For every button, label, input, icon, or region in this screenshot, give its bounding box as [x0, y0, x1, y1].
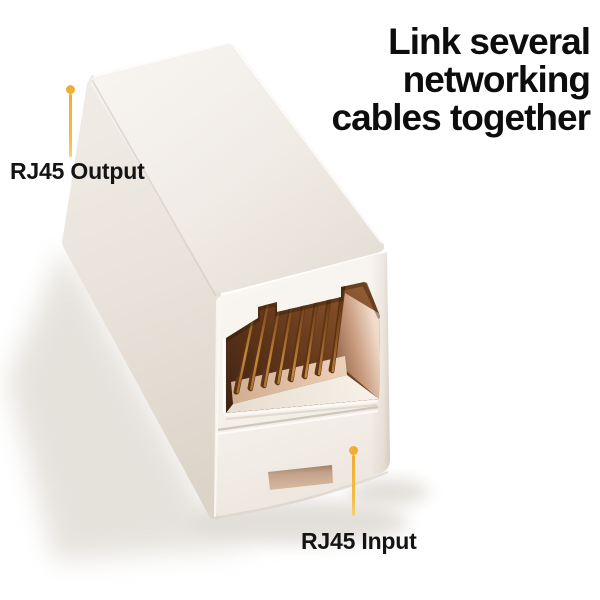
arrow-up-icon	[66, 85, 75, 94]
port-bottom-shadow	[225, 404, 378, 420]
port-bottom-bevel	[224, 399, 379, 417]
rj45-input-label: RJ45 Input	[301, 528, 417, 554]
port-inner-shadow	[226, 282, 380, 342]
headline-line-1: Link several	[388, 21, 591, 62]
headline-line-2: networking	[402, 59, 591, 100]
rj45-output-label: RJ45 Output	[10, 158, 145, 184]
arrow-up-icon	[349, 446, 358, 455]
port-sill	[226, 375, 379, 413]
rj45-input-arrow	[349, 446, 358, 516]
coupler-left-face	[62, 75, 221, 519]
latch-notch	[268, 465, 333, 490]
coupler-top-face	[90, 43, 385, 293]
rj45-output-arrow	[66, 85, 75, 157]
edge-highlights	[91, 40, 389, 520]
headline-line-3: cables together	[331, 97, 591, 138]
front-seam	[216, 405, 379, 435]
headline: Link several networking cables together	[290, 21, 591, 138]
port-right-wall	[336, 293, 380, 400]
